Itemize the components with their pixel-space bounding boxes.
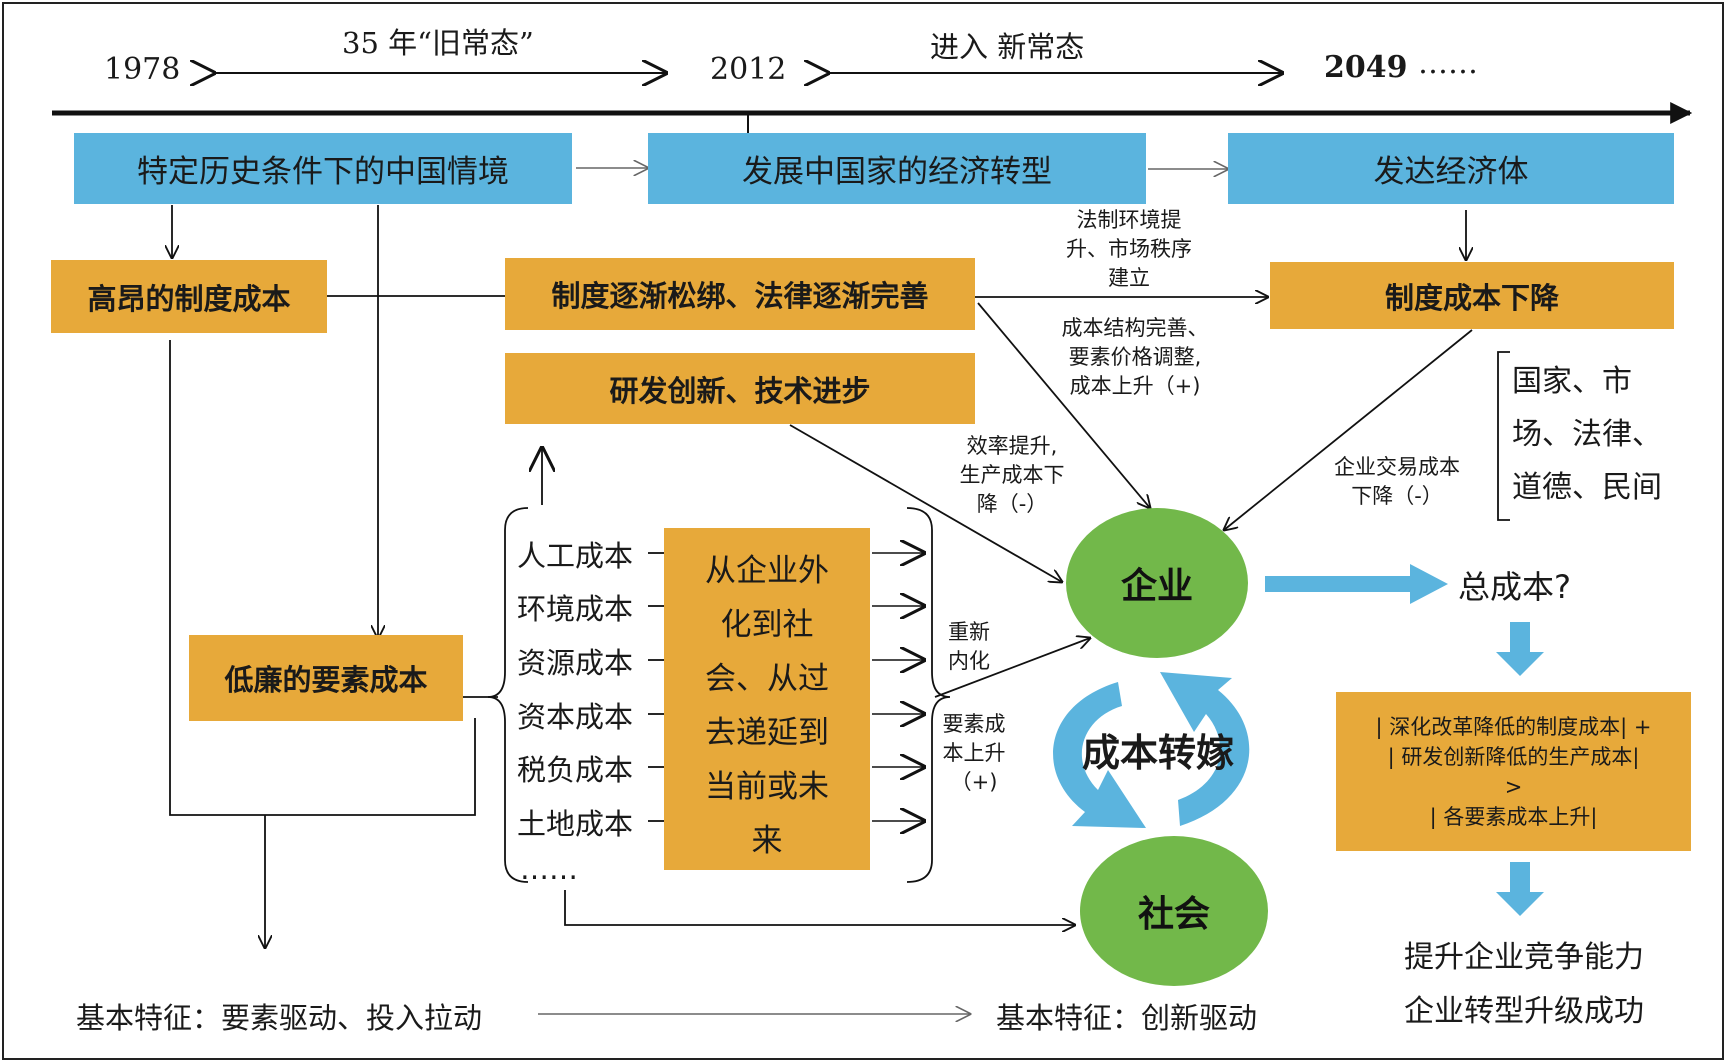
arrow-costs-society [564,890,1075,925]
label-total-cost: 总成本? [1458,568,1571,606]
label-factor-cost-up: 要素成本上升（+) [942,712,1006,794]
cost-shift-arrow-left [1053,682,1146,828]
label-efficiency: 效率提升,生产成本下降（-） [959,434,1065,516]
label-cost-structure: 成本结构完善、要素价格调整,成本上升（+) [1061,316,1209,398]
cost-tax: 税负成本 [517,753,634,787]
left-brace [487,507,529,883]
institutions-bracket [1497,351,1510,521]
cost-ellipsis: …… [520,852,578,886]
arrow-enterprise-totalcost [1265,564,1448,604]
stage-economic-transition: 发展中国家的经济转型 [648,133,1146,204]
stage-developed-economy: 发达经济体 [1228,133,1674,204]
arrow-costdown-enterprise [1224,329,1473,530]
box-deregulation: 制度逐渐松绑、法律逐渐完善 [505,258,975,330]
period-old-label: 35 年“旧常态” [342,26,534,60]
stage-china-context: 特定历史条件下的中国情境 [74,133,572,204]
cost-labor: 人工成本 [517,539,634,573]
box-rnd-innovation: 研发创新、技术进步 [505,353,975,424]
label-cost-shift: 成本转嫁 [1082,731,1235,775]
cost-resource: 资源成本 [517,646,634,680]
box-high-institutional-cost: 高昂的制度成本 [51,260,327,333]
arrow-reinternal-enterprise [934,638,1090,698]
cost-environment: 环境成本 [517,592,634,626]
year-2012: 2012 [710,52,787,87]
label-legal-environment: 法制环境提升、市场秩序建立 [1066,208,1192,290]
node-society: 社会 [1080,836,1268,986]
arrow-totalcost-formula [1496,622,1544,676]
label-transaction-cost: 企业交易成本下降（-） [1334,455,1460,508]
feature-new: 基本特征：创新驱动 [996,1001,1258,1035]
line-left-loop [169,340,476,816]
box-institutional-cost-down: 制度成本下降 [1270,262,1674,329]
cost-capital: 资本成本 [517,700,634,734]
arrow-dereg-enterprise [977,302,1150,508]
label-reinternalize: 重新内化 [948,620,990,673]
year-2049: 2049 [1324,50,1408,85]
timeline-ellipsis: …… [1418,46,1478,81]
outcome-competitiveness: 提升企业竞争能力 [1404,940,1644,975]
cost-land: 土地成本 [517,807,634,841]
feature-old: 基本特征：要素驱动、投入拉动 [76,1001,483,1035]
period-new-label: 进入 新常态 [930,30,1085,64]
institutions-list: 国家、市 场、法律、 道德、民间 [1512,364,1662,505]
year-1978: 1978 [104,52,181,87]
arrow-rnd-enterprise [789,424,1062,582]
right-brace [906,507,951,883]
cost-shift-arrow-right [1160,672,1250,826]
box-outsource: 从企业外 化到社 会、从过 去递延到 当前或未 来 [664,528,870,870]
node-enterprise: 企业 [1066,508,1248,658]
box-cost-formula: | 深化改革降低的制度成本| + | 研发创新降低的生产成本| > | 各要素成… [1336,692,1691,851]
arrow-formula-outcome [1496,862,1544,916]
box-cheap-factor-cost: 低廉的要素成本 [189,635,463,721]
outcome-transformation: 企业转型升级成功 [1404,994,1644,1029]
